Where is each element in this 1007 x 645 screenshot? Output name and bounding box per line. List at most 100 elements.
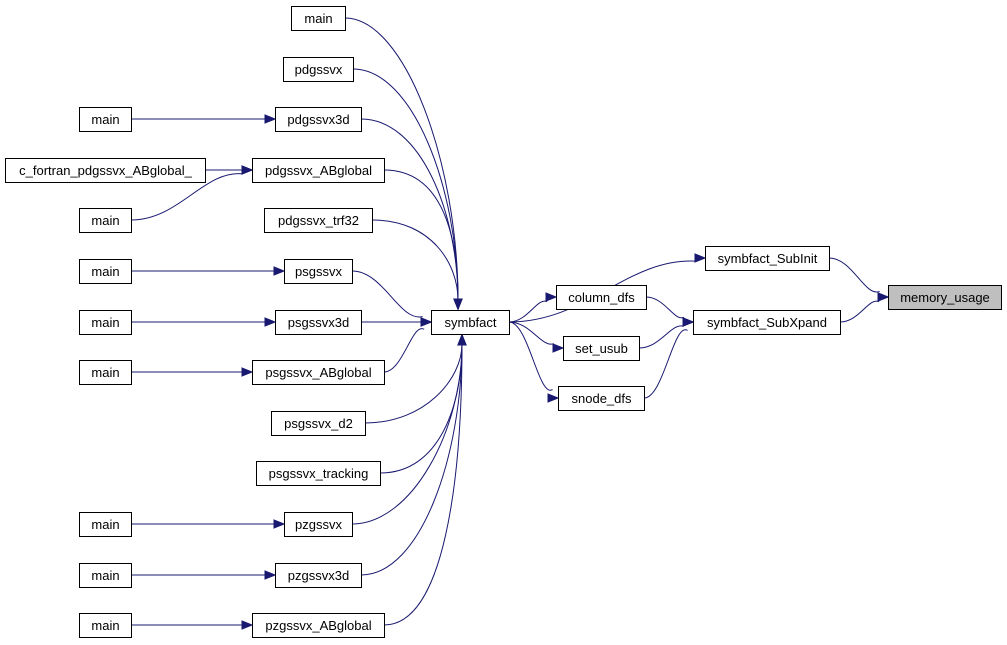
node-psgssvx-abglobal[interactable]: psgssvx_ABglobal [252, 360, 385, 385]
edge-arrowhead [453, 298, 463, 311]
edge-psgssvx-to-symbfact [351, 270, 433, 327]
node-main-7[interactable]: main [79, 512, 132, 537]
node-box [79, 208, 132, 233]
edge-pzgssvx-abglobal-to-symbfact [383, 333, 467, 626]
edge-line [508, 321, 553, 391]
edge-pdgssvx-abglobal-to-symbfact [383, 169, 463, 311]
edge-arrowhead [545, 292, 558, 302]
edge-arrowhead [457, 333, 467, 346]
node-label: main [91, 618, 119, 633]
edge-pdgssvx-trf32-to-symbfact [371, 219, 463, 311]
node-main-6[interactable]: main [79, 360, 132, 385]
node-label: psgssvx3d [288, 315, 349, 330]
node-box [79, 310, 132, 335]
node-box [271, 411, 366, 436]
node-box [558, 386, 645, 411]
edge-pdgssvx3d-to-symbfact [360, 118, 463, 311]
edge-arrowhead [552, 343, 565, 353]
node-label: pdgssvx3d [287, 112, 349, 127]
node-pdgssvx-abglobal[interactable]: pdgssvx_ABglobal [252, 158, 385, 183]
node-label: pdgssvx [295, 62, 343, 77]
edge-line [352, 68, 459, 301]
node-box [563, 336, 640, 361]
edge-psgssvx-abglobal-to-symbfact [383, 317, 433, 373]
node-label: main [91, 112, 119, 127]
edge-line [360, 343, 463, 576]
node-main-4[interactable]: main [79, 259, 132, 284]
node-label: pzgssvx3d [288, 568, 349, 583]
edge-line [351, 270, 423, 318]
edge-arrowhead [877, 292, 890, 302]
edge-arrowhead [241, 620, 254, 630]
edge-main-5-to-psgssvx3d [131, 317, 277, 327]
node-set-usub[interactable]: set_usub [563, 336, 640, 361]
node-symbfact-subinit[interactable]: symbfact_SubInit [705, 246, 830, 271]
node-box [284, 512, 353, 537]
edge-snode-dfs-to-symbfact-subxpand [643, 317, 695, 399]
node-label: pzgssvx [295, 517, 342, 532]
node-pdgssvx3d[interactable]: pdgssvx3d [275, 107, 362, 132]
node-box [256, 461, 381, 486]
node-box [556, 285, 647, 310]
node-label: psgssvx [295, 264, 342, 279]
node-box [264, 208, 373, 233]
node-label: main [304, 11, 332, 26]
node-main-5[interactable]: main [79, 310, 132, 335]
node-box [291, 6, 346, 31]
node-box [252, 360, 385, 385]
node-main-2[interactable]: main [79, 107, 132, 132]
node-pzgssvx-abglobal[interactable]: pzgssvx_ABglobal [252, 613, 385, 638]
edge-line [828, 257, 880, 293]
node-box [275, 107, 362, 132]
edge-line [508, 300, 548, 323]
nodes-layer: main pdgssvx main pdgssvx3d c_fortran_pdgssv… [5, 6, 1002, 638]
edge-main-8-to-pzgssvx3d [131, 570, 277, 580]
node-label: main [91, 568, 119, 583]
node-c-fortran-pdgssvx-abglobal[interactable]: c_fortran_pdgssvx_ABglobal_ [5, 158, 206, 183]
edge-line [383, 343, 463, 626]
node-box [79, 613, 132, 638]
node-psgssvx-d2[interactable]: psgssvx_d2 [271, 411, 366, 436]
node-column-dfs[interactable]: column_dfs [556, 285, 647, 310]
edge-arrowhead [241, 165, 254, 175]
node-box [284, 259, 353, 284]
node-memory-usage[interactable]: memory_usage [888, 285, 1002, 310]
edge-main-6-to-psgssvx-abglobal [131, 367, 254, 377]
node-label: pdgssvx_ABglobal [265, 163, 372, 178]
edge-symbfact-subxpand-to-memory-usage [839, 292, 890, 323]
node-pzgssvx3d[interactable]: pzgssvx3d [275, 563, 362, 588]
node-main-3[interactable]: main [79, 208, 132, 233]
node-symbfact[interactable]: symbfact [431, 310, 510, 335]
edge-arrowhead [273, 266, 286, 276]
node-symbfact-subxpand[interactable]: symbfact_SubXpand [693, 310, 841, 335]
node-label: c_fortran_pdgssvx_ABglobal_ [19, 163, 192, 178]
node-pdgssvx-trf32[interactable]: pdgssvx_trf32 [264, 208, 373, 233]
node-psgssvx-tracking[interactable]: psgssvx_tracking [256, 461, 381, 486]
node-label: set_usub [575, 341, 628, 356]
edge-arrowhead [264, 114, 277, 124]
node-pzgssvx[interactable]: pzgssvx [284, 512, 353, 537]
edge-line [645, 296, 685, 319]
edge-main-3-to-pdgssvx-abglobal [130, 165, 254, 221]
node-box [79, 259, 132, 284]
edge-main-9-to-pzgssvx-abglobal [131, 620, 254, 630]
edge-main-4-to-psgssvx [131, 266, 286, 276]
node-main-8[interactable]: main [79, 563, 132, 588]
edge-arrowhead [694, 253, 707, 263]
node-psgssvx3d[interactable]: psgssvx3d [275, 310, 362, 335]
edge-arrowhead [682, 317, 695, 327]
node-psgssvx[interactable]: psgssvx [284, 259, 353, 284]
node-snode-dfs[interactable]: snode_dfs [558, 386, 645, 411]
node-pdgssvx[interactable]: pdgssvx [283, 57, 354, 82]
edge-line [643, 329, 688, 399]
node-box [283, 57, 354, 82]
node-label: psgssvx_ABglobal [265, 365, 371, 380]
edge-line [364, 343, 463, 424]
node-main-1[interactable]: main [291, 6, 346, 31]
node-box [888, 285, 1002, 310]
node-label: column_dfs [568, 290, 635, 305]
edge-arrowhead [420, 317, 433, 327]
edge-arrowhead [273, 519, 286, 529]
node-main-9[interactable]: main [79, 613, 132, 638]
